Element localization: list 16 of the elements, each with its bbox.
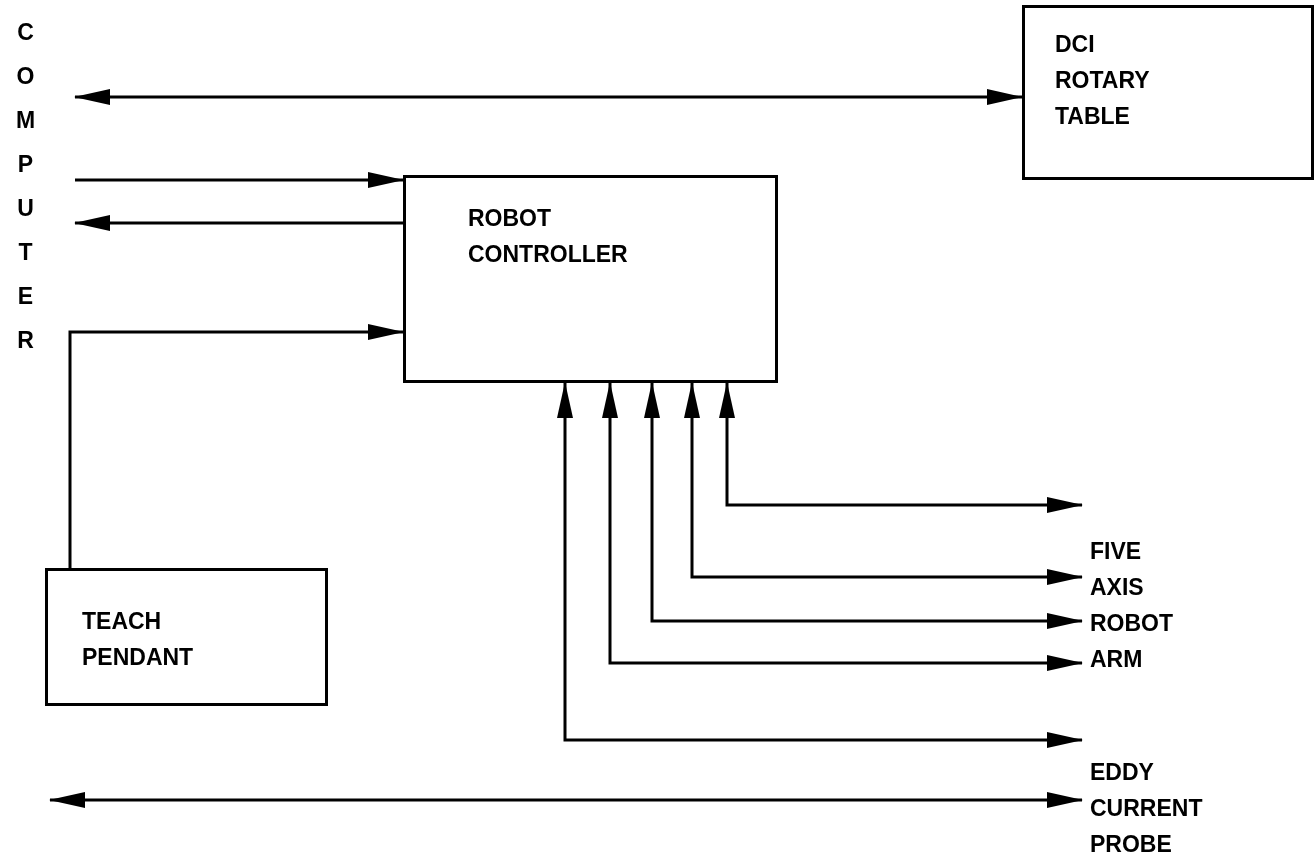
- arrow: [557, 382, 1083, 748]
- arrow: [74, 215, 403, 231]
- block-box: TEACH PENDANT: [45, 568, 328, 706]
- arrow: [68, 324, 404, 568]
- arrow: [602, 382, 1083, 671]
- block-box: ROBOT CONTROLLER: [403, 175, 778, 383]
- block-label: EDDY CURRENT PROBE: [1082, 732, 1222, 864]
- arrow: [74, 89, 1023, 105]
- block-label: FIVE AXIS ROBOT ARM: [1082, 495, 1222, 685]
- arrow: [75, 172, 404, 188]
- block-box: DCI ROTARY TABLE: [1022, 5, 1314, 180]
- arrow: [644, 382, 1083, 629]
- block-label: COMPUTER: [14, 10, 75, 375]
- arrow: [49, 792, 1083, 808]
- arrow: [719, 382, 1083, 513]
- arrow: [684, 382, 1083, 585]
